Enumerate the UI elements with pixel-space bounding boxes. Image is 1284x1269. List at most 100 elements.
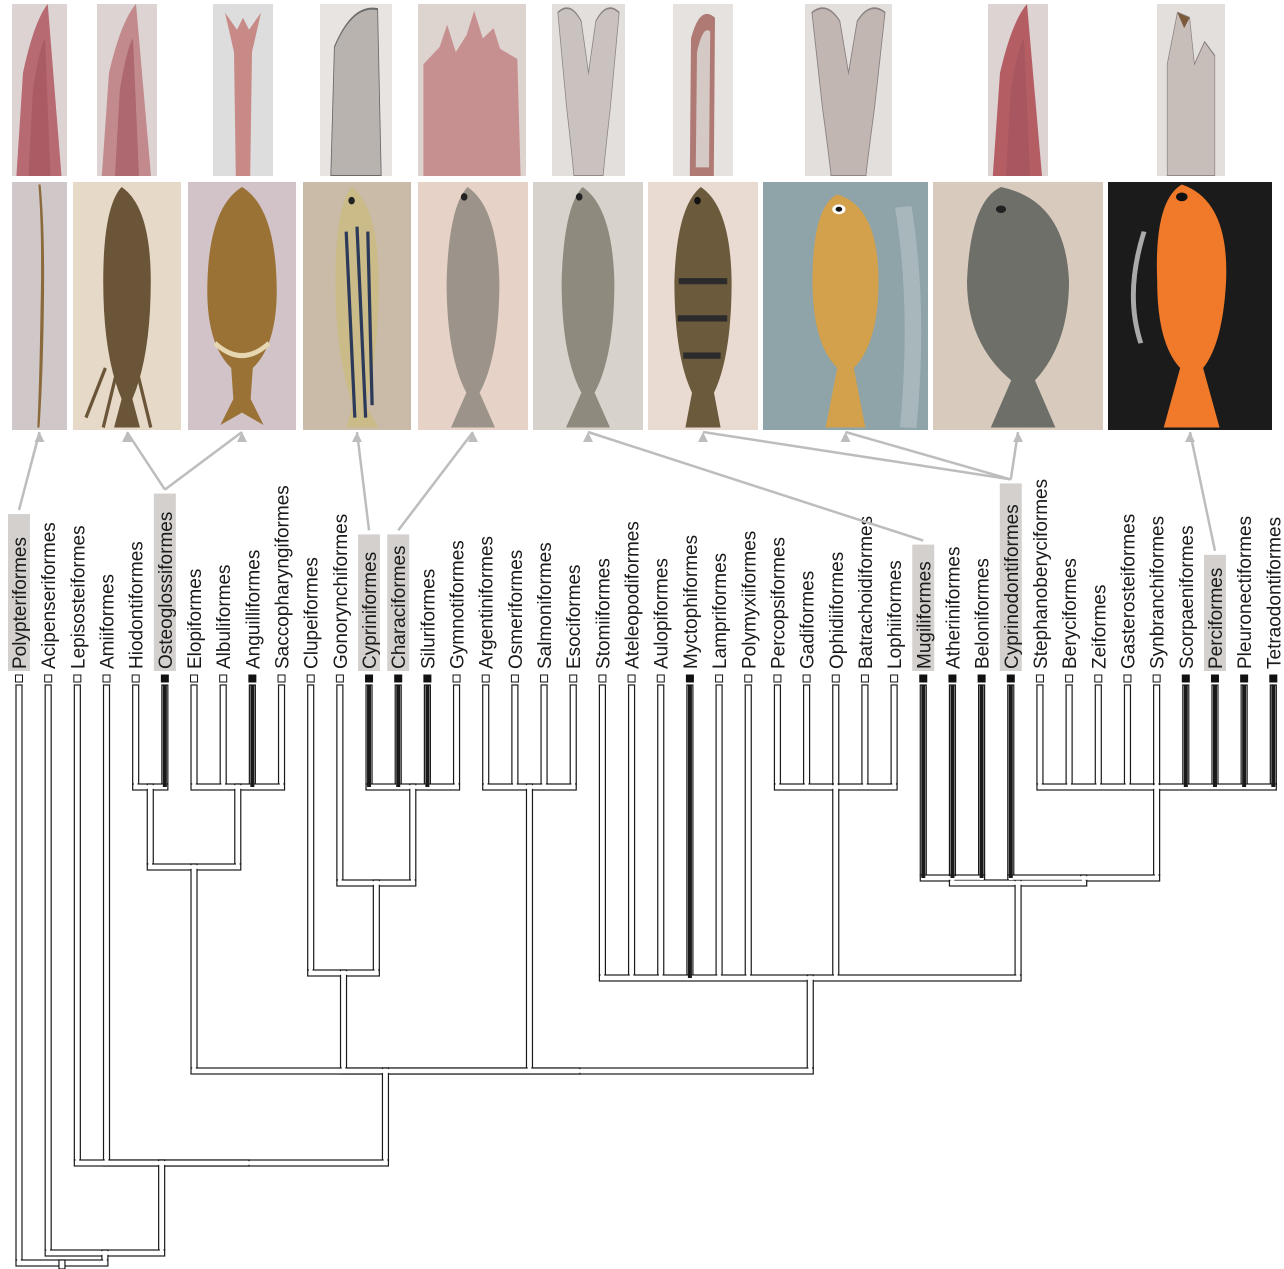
taxon-gymnotiformes: Gymnotiformes xyxy=(448,540,469,682)
taxon-gadiformes: Gadiformes xyxy=(798,571,819,682)
state-marker xyxy=(599,675,606,682)
state-marker xyxy=(570,675,577,682)
taxon-saccopharyngiformes: Saccopharyngiformes xyxy=(273,485,294,682)
arrowhead xyxy=(35,432,45,442)
taxon-pleuronectiformes: Pleuronectiformes xyxy=(1235,516,1256,682)
state-marker xyxy=(191,675,198,682)
state-marker xyxy=(949,675,956,682)
taxon-label: Hiodontiformes xyxy=(127,541,148,669)
state-marker xyxy=(541,675,548,682)
taxon-beryciformes: Beryciformes xyxy=(1060,558,1081,682)
connector-arrow xyxy=(398,432,473,530)
taxon-label: Scorpaeniformes xyxy=(1177,525,1198,669)
state-marker xyxy=(803,675,810,682)
derived-branch xyxy=(921,685,925,878)
connector-arrow xyxy=(19,432,40,510)
taxon-label: Batrachoidiformes xyxy=(856,516,877,669)
taxon-label: Gonorynchiformes xyxy=(331,514,352,669)
taxon-label: Stomiiformes xyxy=(593,558,614,669)
state-marker xyxy=(482,675,489,682)
connector-arrow xyxy=(357,432,369,530)
taxon-label: Polymyxiiformes xyxy=(739,531,760,669)
derived-branch xyxy=(1242,685,1246,787)
branch-fill xyxy=(1016,881,1020,980)
state-marker xyxy=(278,675,285,682)
arrowhead xyxy=(352,432,362,442)
state-marker xyxy=(220,675,227,682)
state-marker xyxy=(861,675,868,682)
branch-fill xyxy=(892,686,896,789)
taxon-label: Zeiformes xyxy=(1089,585,1110,669)
taxon-label: Osmeriformes xyxy=(506,550,527,669)
taxon-perciformes: Perciformes xyxy=(1204,555,1227,682)
taxon-batrachoidiformes: Batrachoidiformes xyxy=(856,516,877,682)
branch-fill xyxy=(513,686,517,789)
branch-fill xyxy=(17,686,21,1265)
state-marker xyxy=(307,675,314,682)
branch-fill xyxy=(411,785,415,885)
state-marker xyxy=(132,675,139,682)
taxon-percopsiformes: Percopsiformes xyxy=(768,537,789,682)
taxon-label: Salmoniformes xyxy=(535,542,556,669)
taxon-mugiliformes: Mugiliformes xyxy=(912,545,935,682)
branch-fill xyxy=(528,785,532,1073)
branch-fill xyxy=(1155,785,1159,880)
derived-branch xyxy=(950,685,954,878)
state-marker xyxy=(774,675,781,682)
taxon-osteoglossiformes: Osteoglossiformes xyxy=(154,494,177,682)
taxon-beloniformes: Beloniformes xyxy=(973,558,994,682)
branch-fill xyxy=(384,1069,388,1165)
taxon-tetraodontiformes: Tetraodontiformes xyxy=(1264,517,1284,682)
taxon-label: Argentiniformes xyxy=(477,536,498,669)
taxon-gonorynchiformes: Gonorynchiformes xyxy=(331,514,352,682)
taxon-label: Characiformes xyxy=(389,545,410,669)
taxon-label: Myctophiformes xyxy=(681,535,702,669)
taxon-polypteriformes: Polypteriformes xyxy=(8,514,31,682)
taxon-cypriniformes: Cypriniformes xyxy=(358,534,381,682)
state-marker xyxy=(336,675,343,682)
state-marker xyxy=(1066,675,1073,682)
taxon-hiodontiformes: Hiodontiformes xyxy=(127,541,148,682)
branch-fill xyxy=(192,865,196,1073)
state-marker xyxy=(1182,675,1189,682)
connector-arrow xyxy=(846,432,1011,479)
state-marker xyxy=(1153,675,1160,682)
state-marker xyxy=(628,675,635,682)
taxon-zeiformes: Zeiformes xyxy=(1089,585,1110,682)
derived-branch xyxy=(1213,685,1217,787)
taxon-labels: PolypteriformesAcipenseriformesLepisoste… xyxy=(8,479,1284,682)
taxon-myctophiformes: Myctophiformes xyxy=(681,535,702,682)
taxon-ophidiiformes: Ophidiiformes xyxy=(827,552,848,682)
state-marker xyxy=(395,675,402,682)
branch-fill xyxy=(338,686,342,885)
taxon-label: Lophiiformes xyxy=(885,560,906,669)
taxon-label: Clupeiformes xyxy=(302,557,323,669)
taxon-label: Lampriformes xyxy=(710,553,731,669)
taxon-label: Perciformes xyxy=(1206,568,1227,669)
state-marker xyxy=(424,675,431,682)
derived-branch xyxy=(1271,685,1275,787)
branch-fill xyxy=(746,686,750,980)
taxon-argentiniformes: Argentiniformes xyxy=(477,536,498,682)
state-marker xyxy=(716,675,723,682)
taxon-label: Mugiliformes xyxy=(914,561,935,669)
branch-fill xyxy=(601,686,605,980)
branch-fill xyxy=(309,686,313,975)
branch-fill xyxy=(342,971,346,1073)
taxon-cyprinodontiformes: Cyprinodontiformes xyxy=(1000,483,1023,682)
state-marker xyxy=(45,675,52,682)
derived-branch xyxy=(980,685,984,878)
branch-fill xyxy=(160,1161,164,1255)
branch-fill xyxy=(1155,686,1159,789)
taxon-label: Osteoglossiformes xyxy=(156,512,177,669)
taxon-osmeriformes: Osmeriformes xyxy=(506,550,527,682)
taxon-label: Anguilliformes xyxy=(243,550,264,669)
branch-fill xyxy=(134,686,138,789)
branch-fill xyxy=(808,976,812,1073)
state-marker xyxy=(686,675,693,682)
taxon-gasterosteiformes: Gasterosteiformes xyxy=(1118,514,1139,682)
state-marker xyxy=(832,675,839,682)
state-marker xyxy=(103,675,110,682)
state-marker xyxy=(74,675,81,682)
